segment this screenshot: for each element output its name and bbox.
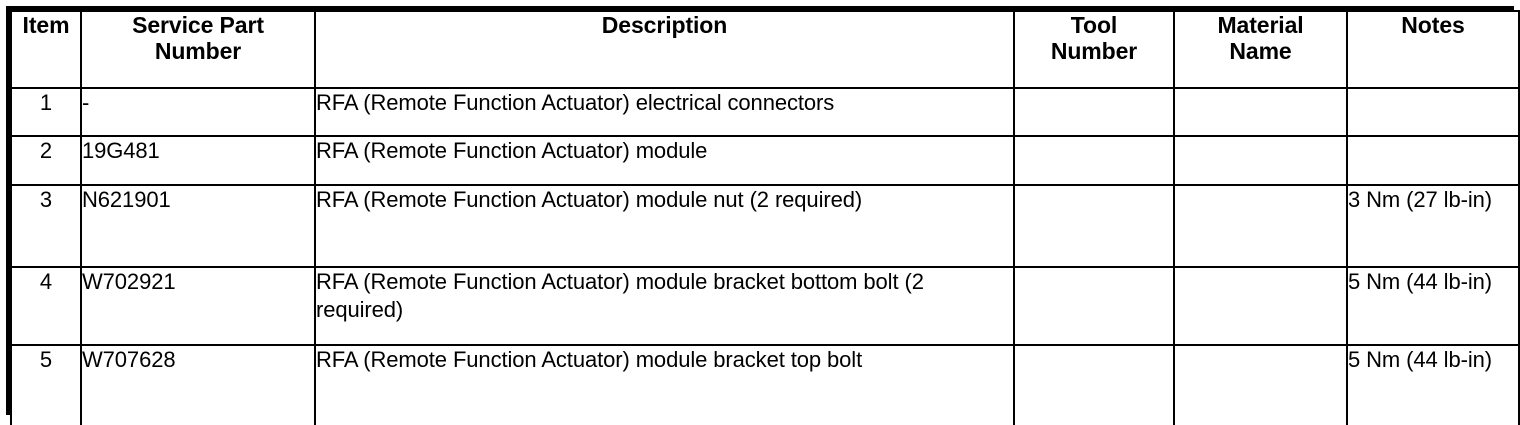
column-header-notes: Notes <box>1346 10 1520 89</box>
cell-notes: 3 Nm (27 lb-in) <box>1346 184 1520 268</box>
cell-material-name <box>1173 135 1348 186</box>
table-row: 3 N621901 RFA (Remote Function Actuator)… <box>10 184 1520 268</box>
cell-description: RFA (Remote Function Actuator) module br… <box>314 266 1015 346</box>
table-body: 1 - RFA (Remote Function Actuator) elect… <box>10 87 1520 425</box>
cell-material-name <box>1173 266 1348 346</box>
cell-item: 5 <box>10 344 82 425</box>
cell-description: RFA (Remote Function Actuator) module <box>314 135 1015 186</box>
cell-notes: 5 Nm (44 lb-in) <box>1346 266 1520 346</box>
cell-material-name <box>1173 344 1348 425</box>
cell-item: 2 <box>10 135 82 186</box>
cell-tool-number <box>1013 184 1175 268</box>
cell-description: RFA (Remote Function Actuator) module nu… <box>314 184 1015 268</box>
cell-service-part-number: - <box>80 87 316 137</box>
column-header-tool-number: Tool Number <box>1013 10 1175 89</box>
cell-material-name <box>1173 184 1348 268</box>
cell-tool-number <box>1013 135 1175 186</box>
table-row: 1 - RFA (Remote Function Actuator) elect… <box>10 87 1520 137</box>
table-row: 4 W702921 RFA (Remote Function Actuator)… <box>10 266 1520 346</box>
cell-material-name <box>1173 87 1348 137</box>
table-header: Item Service Part Number Description Too… <box>10 10 1520 89</box>
service-parts-table: Item Service Part Number Description Too… <box>10 10 1520 425</box>
column-header-service-part-number: Service Part Number <box>80 10 316 89</box>
cell-notes: 5 Nm (44 lb-in) <box>1346 344 1520 425</box>
cell-description: RFA (Remote Function Actuator) module br… <box>314 344 1015 425</box>
cell-item: 1 <box>10 87 82 137</box>
cell-tool-number <box>1013 266 1175 346</box>
cell-item: 4 <box>10 266 82 346</box>
column-header-description: Description <box>314 10 1015 89</box>
column-header-item: Item <box>10 10 82 89</box>
cell-service-part-number: N621901 <box>80 184 316 268</box>
table-row: 2 19G481 RFA (Remote Function Actuator) … <box>10 135 1520 186</box>
cell-service-part-number: 19G481 <box>80 135 316 186</box>
service-parts-table-container: Item Service Part Number Description Too… <box>6 6 1520 425</box>
cell-service-part-number: W707628 <box>80 344 316 425</box>
cell-service-part-number: W702921 <box>80 266 316 346</box>
cell-description: RFA (Remote Function Actuator) electrica… <box>314 87 1015 137</box>
cell-item: 3 <box>10 184 82 268</box>
cell-tool-number <box>1013 344 1175 425</box>
cell-notes <box>1346 87 1520 137</box>
cell-tool-number <box>1013 87 1175 137</box>
table-row: 5 W707628 RFA (Remote Function Actuator)… <box>10 344 1520 425</box>
table-header-row: Item Service Part Number Description Too… <box>10 10 1520 89</box>
cell-notes <box>1346 135 1520 186</box>
column-header-material-name: Material Name <box>1173 10 1348 89</box>
